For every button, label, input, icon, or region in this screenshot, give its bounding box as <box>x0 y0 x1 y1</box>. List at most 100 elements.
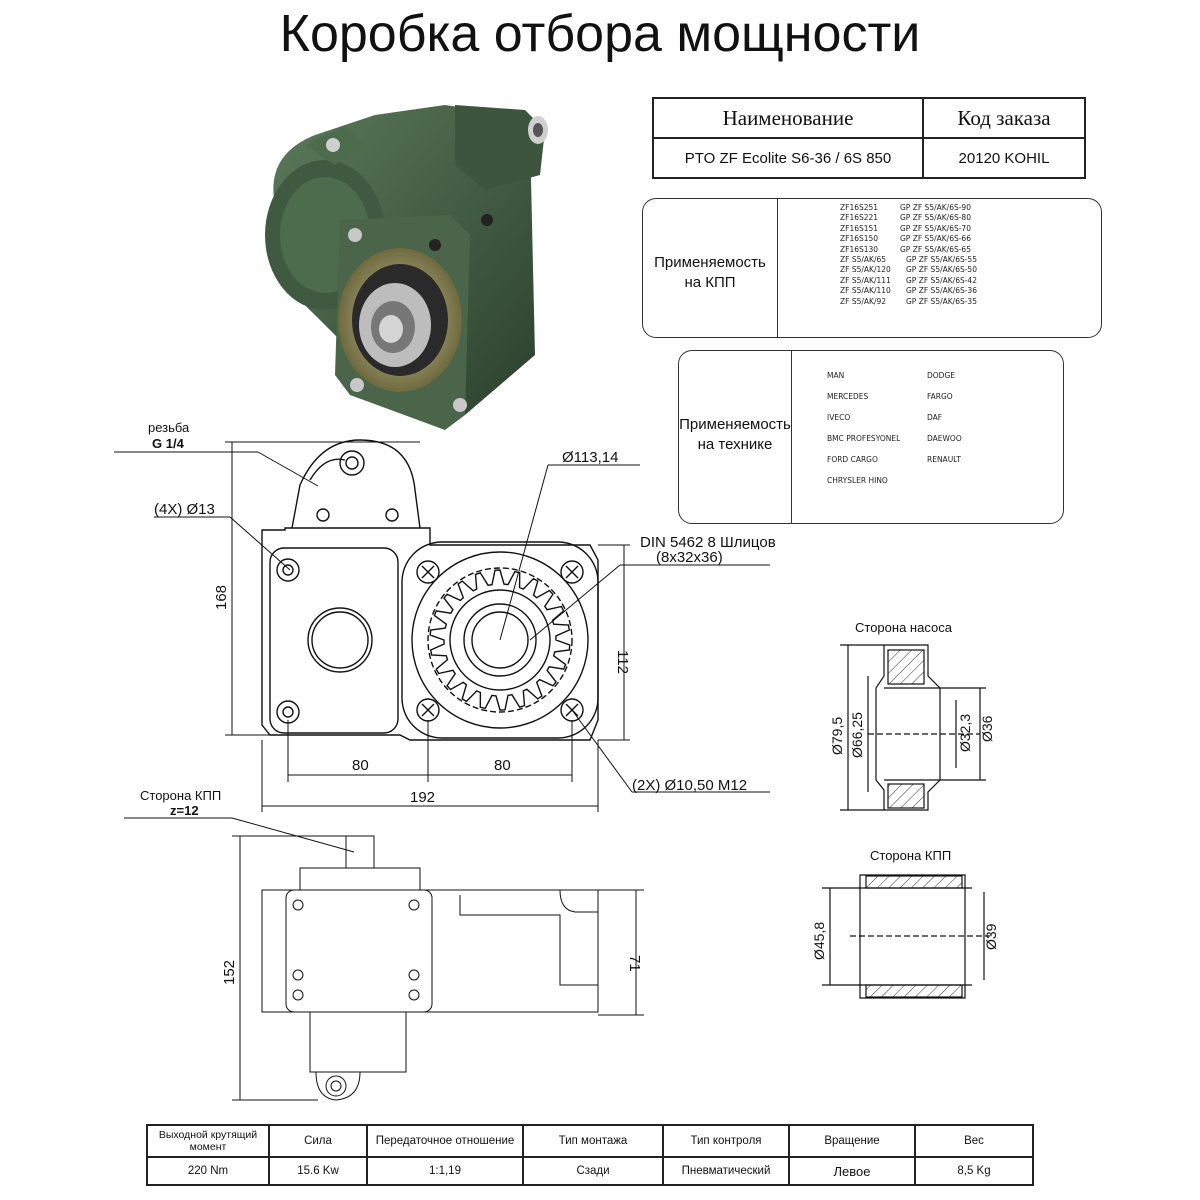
gearbox-model: ZF S5/AK/65 <box>840 255 887 265</box>
spec-rotation: Левое <box>788 1156 916 1186</box>
dim-80-right: 80 <box>494 757 511 774</box>
pump-d3: Ø32,3 <box>957 714 973 752</box>
pump-d1: Ø79,5 <box>829 717 845 755</box>
gearbox-d2: Ø39 <box>983 923 999 950</box>
spec-torque: 220 Nm <box>146 1156 270 1186</box>
gp-model: GP ZF S5/AK/6S-80 <box>900 213 971 223</box>
front-view-outline <box>261 527 599 741</box>
spec-header-ratio: Передаточное отношение <box>366 1124 524 1158</box>
vehicle-brand: MAN <box>827 371 845 380</box>
vehicle-brand: DAEWOO <box>927 434 962 443</box>
vehicle-applicability-label: Применяемость на технике <box>679 415 791 455</box>
vehicle-brand: BMC PROFESYONEL <box>827 434 901 443</box>
gearbox-model: ZF S5/AK/120 <box>840 265 891 275</box>
gp-model: GP ZF S5/AK/6S-50 <box>906 265 977 275</box>
vehicle-applicability-label-line1: Применяемость <box>679 416 791 433</box>
spec-header-mount: Тип монтажа <box>522 1124 664 1158</box>
gearbox-applicability-label: Применяемость на КПП <box>643 253 777 293</box>
spec-ratio: 1:1,19 <box>366 1156 524 1186</box>
pump-d2: Ø66,25 <box>849 712 865 758</box>
vehicle-list-item: CHRYSLER HINO <box>827 476 1047 497</box>
vehicle-applicability-box: Применяемость на технике MAN DODGE MERCEDE… <box>678 350 1064 524</box>
spec-header-torque-line1: Выходной крутящий <box>158 1129 258 1141</box>
teeth-count-label: z=12 <box>170 803 199 818</box>
vehicle-brand: DAF <box>927 413 943 422</box>
gp-model: GP ZF S5/AK/6S-70 <box>900 223 971 233</box>
pump-side-title: Сторона насоса <box>855 620 953 635</box>
dim-71: 71 <box>626 955 643 972</box>
spec-header-torque-line2: момент <box>189 1141 227 1153</box>
order-header-name: Наименование <box>652 97 924 139</box>
gearbox-model: ZF S5/AK/92 <box>840 296 887 306</box>
gearbox-list-item: ZF16S130 GP ZF S5/AK/6S-65 <box>840 245 977 255</box>
gp-model: GP ZF S5/AK/6S-65 <box>900 244 971 254</box>
page-title: Коробка отбора мощности <box>279 5 921 63</box>
gp-model: GP ZF S5/AK/6S-36 <box>906 286 977 296</box>
order-table: Наименование Код заказа PTO ZF Ecolite S… <box>652 97 1086 179</box>
gearbox-list-item: ZF16S150 GP ZF S5/AK/6S-66 <box>840 234 977 244</box>
dim-80-left: 80 <box>352 757 369 774</box>
gearbox-model: ZF16S150 <box>840 234 879 244</box>
thread-label: резьба <box>148 420 190 435</box>
vehicle-brand: FARGO <box>927 392 953 401</box>
top-lug <box>291 439 421 529</box>
spline-size-label: (8x32x36) <box>656 549 723 566</box>
gearbox-applicability-label-line2: на КПП <box>684 274 736 291</box>
gearbox-list-item: ZF16S251 GP ZF S5/AK/6S-90 <box>840 203 977 213</box>
gearbox-side-title: Сторона КПП <box>870 848 951 863</box>
spec-power: 15.6 Kw <box>268 1156 368 1186</box>
vehicle-brand: CHRYSLER HINO <box>827 476 888 485</box>
spec-header-rotation: Вращение <box>788 1124 916 1158</box>
gearbox-d1: Ø45,8 <box>811 922 827 960</box>
divider <box>791 351 792 523</box>
gearbox-list-item: ZF S5/AK/111 GP ZF S5/AK/6S-42 <box>840 276 977 286</box>
gearbox-model: ZF S5/AK/110 <box>840 286 891 296</box>
vehicle-brand: RENAULT <box>927 455 961 464</box>
vehicle-list-item: IVECO DAF <box>827 413 1047 434</box>
product-name: PTO ZF Ecolite S6-36 / 6S 850 <box>652 137 924 179</box>
gp-model: GP ZF S5/AK/6S-42 <box>906 275 977 285</box>
gearbox-model: ZF S5/AK/111 <box>840 275 891 285</box>
gp-model: GP ZF S5/AK/6S-90 <box>900 203 971 212</box>
gearbox-model: ZF16S151 <box>840 223 879 233</box>
pump-d4: Ø36 <box>979 715 995 742</box>
spline-standard-label: DIN 5462 8 Шлицов <box>640 534 776 551</box>
spec-header-weight: Вес <box>914 1124 1034 1158</box>
vehicle-list-item: MAN DODGE <box>827 371 1047 392</box>
specs-table: Выходной крутящий момент Сила Передаточн… <box>146 1124 1034 1186</box>
vehicle-brand: DODGE <box>927 371 956 380</box>
gearbox-model: ZF16S130 <box>840 244 879 254</box>
order-code: 20120 KOHIL <box>922 137 1086 179</box>
spec-mount: Сзади <box>522 1156 664 1186</box>
dim-168: 168 <box>213 585 230 610</box>
spec-weight: 8,5 Kg <box>914 1156 1034 1186</box>
spec-header-power: Сила <box>268 1124 368 1158</box>
divider <box>777 199 778 337</box>
vehicle-brand: FORD CARGO <box>827 455 878 464</box>
spec-control: Пневматический <box>662 1156 790 1186</box>
gearbox-list-item: ZF16S151 GP ZF S5/AK/6S-70 <box>840 224 977 234</box>
gearbox-list-item: ZF S5/AK/120 GP ZF S5/AK/6S-50 <box>840 265 977 275</box>
dim-152: 152 <box>221 960 238 985</box>
spec-header-control: Тип контроля <box>662 1124 790 1158</box>
gearbox-model: ZF16S251 <box>840 203 879 212</box>
gearbox-applicability-label-line1: Применяемость <box>654 254 766 271</box>
flange-diameter-label: Ø113,14 <box>562 449 618 466</box>
gearbox-side-label: Сторона КПП <box>140 788 221 803</box>
vehicle-applicability-label-line2: на технике <box>697 436 773 453</box>
gp-model: GP ZF S5/AK/6S-66 <box>900 234 971 244</box>
vehicle-list-item: BMC PROFESYONEL DAEWOO <box>827 434 1047 455</box>
dim-192: 192 <box>410 789 435 806</box>
gearbox-list-item: ZF S5/AK/92 GP ZF S5/AK/6S-35 <box>840 297 977 307</box>
gearbox-list-item: ZF S5/AK/110 GP ZF S5/AK/6S-36 <box>840 286 977 296</box>
gp-model: GP ZF S5/AK/6S-35 <box>906 296 977 306</box>
vehicle-brand: IVECO <box>827 413 851 422</box>
spec-header-torque: Выходной крутящий момент <box>146 1124 270 1158</box>
order-header-code: Код заказа <box>922 97 1086 139</box>
